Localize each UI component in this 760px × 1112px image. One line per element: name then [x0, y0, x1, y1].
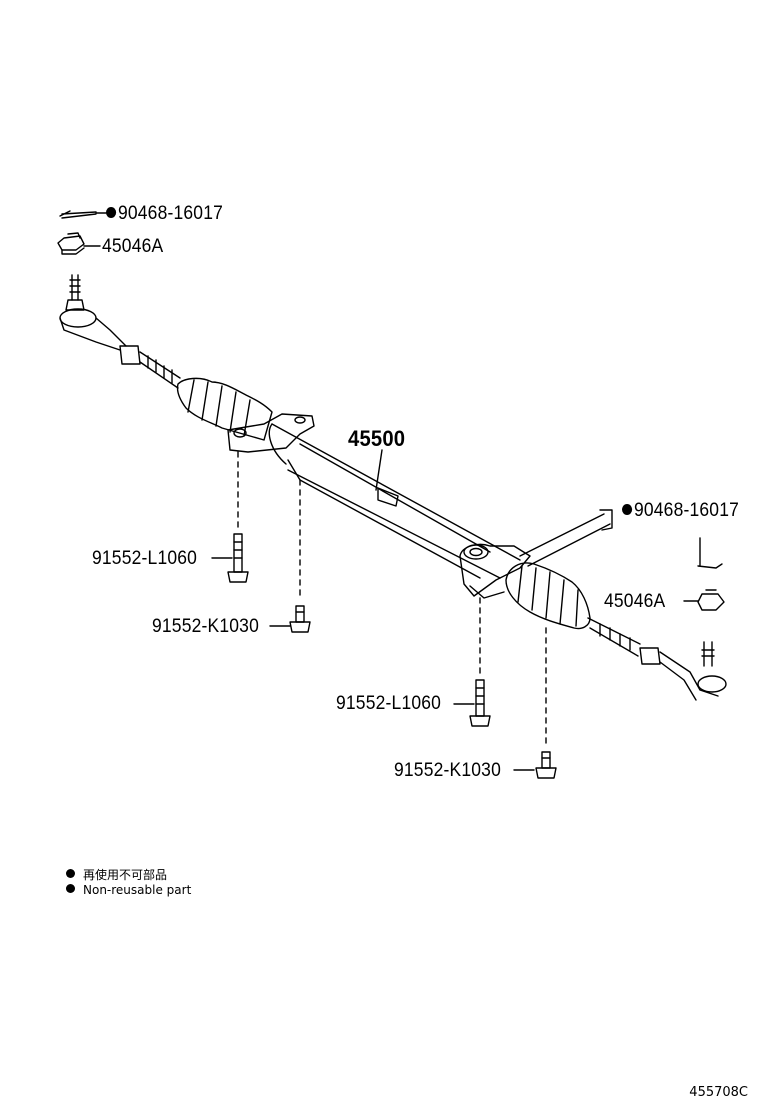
tie-rod-right — [587, 617, 641, 657]
label-bolt-right-long[interactable]: 91552-L1060 — [336, 693, 442, 714]
catalog-number: 455708C — [689, 1085, 748, 1100]
assembly-guide-lines — [237, 451, 547, 749]
nut-left-icon — [57, 232, 85, 255]
label-cotter-pin-right[interactable]: 90468-16017 — [622, 500, 739, 522]
cotter-pin-right-icon — [697, 537, 723, 569]
label-nut-left[interactable]: 45046A — [102, 236, 164, 257]
legend-dot-icon — [66, 884, 75, 893]
tie-rod-left — [139, 351, 181, 389]
non-reusable-dot-icon — [622, 504, 633, 515]
boot-left — [176, 377, 273, 441]
nut-right-icon — [697, 589, 725, 611]
bolt-left-short-icon — [289, 605, 311, 633]
mount-bracket-left — [227, 413, 315, 453]
pinion-housing — [459, 543, 531, 599]
legend-japanese: 再使用不可部品 — [66, 866, 167, 883]
non-reusable-dot-icon — [106, 207, 117, 218]
label-nut-right[interactable]: 45046A — [604, 591, 666, 612]
bolt-right-long-icon — [469, 679, 491, 727]
tie-rod-end-right — [639, 641, 727, 701]
rack-housing — [268, 423, 521, 579]
tie-rod-end-left — [59, 274, 141, 365]
bolt-left-long-icon — [227, 533, 249, 583]
bolt-right-short-icon — [535, 751, 557, 779]
legend-dot-icon — [66, 869, 75, 878]
cotter-pin-left-icon — [59, 210, 97, 219]
boot-right — [505, 562, 591, 630]
label-cotter-pin-left[interactable]: 90468-16017 — [106, 203, 223, 225]
legend-english: Non-reusable part — [66, 883, 191, 897]
label-bolt-left-short[interactable]: 91552-K1030 — [152, 616, 260, 637]
label-bolt-right-short[interactable]: 91552-K1030 — [394, 760, 502, 781]
input-shaft — [519, 509, 613, 567]
label-bolt-left-long[interactable]: 91552-L1060 — [92, 548, 198, 569]
label-gear-assembly[interactable]: 45500 — [348, 426, 406, 451]
